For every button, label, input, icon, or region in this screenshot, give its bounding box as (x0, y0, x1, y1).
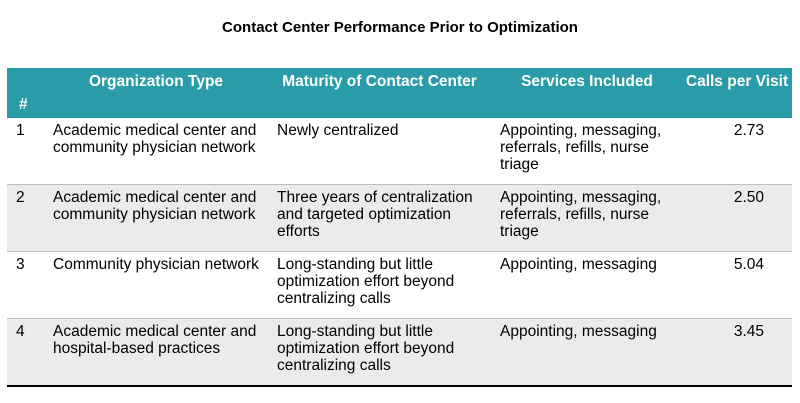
calls-per-visit-cell: 2.50 (682, 184, 792, 252)
services-cell: Appointing, messaging (492, 251, 682, 319)
table-title: Contact Center Performance Prior to Opti… (222, 19, 578, 36)
performance-table: # Organization Type Maturity of Contact … (7, 68, 792, 387)
header-organization-type: Organization Type (88, 73, 224, 90)
maturity-cell: Long-standing but little optimization ef… (267, 251, 492, 319)
table-row: 3 Community physician network Long-stand… (7, 251, 792, 319)
header-maturity: Maturity of Contact Center (282, 73, 477, 90)
calls-per-visit-cell: 3.45 (682, 318, 792, 387)
table-row: 4 Academic medical center and hospital-b… (7, 318, 792, 387)
row-number: 1 (16, 122, 25, 139)
calls-per-visit-cell: 5.04 (682, 251, 792, 319)
services-cell: Appointing, messaging, referrals, refill… (500, 122, 662, 173)
organization-type-cell: Academic medical center and community ph… (45, 184, 267, 252)
services-cell: Appointing, messaging, referrals, refill… (492, 184, 682, 252)
row-number: 4 (7, 318, 45, 387)
row-number: 3 (7, 251, 45, 319)
maturity-cell: Three years of centralization and target… (267, 184, 492, 252)
calls-per-visit-cell: 2.73 (733, 122, 764, 139)
table-row: 1 Academic medical center and community … (7, 118, 792, 185)
header-calls-per-visit: Calls per Visit (685, 73, 789, 90)
header-number: # (19, 96, 28, 113)
header-services: Services Included (521, 73, 653, 90)
maturity-cell: Long-standing but little optimization ef… (267, 318, 492, 387)
maturity-cell: Newly centralized (277, 122, 399, 139)
organization-type-cell: Academic medical center and hospital-bas… (45, 318, 267, 387)
organization-type-cell: Community physician network (45, 251, 267, 319)
table-row: 2 Academic medical center and community … (7, 184, 792, 252)
row-number: 2 (7, 184, 45, 252)
header-row: # Organization Type Maturity of Contact … (7, 68, 792, 118)
services-cell: Appointing, messaging (492, 318, 682, 387)
table-body: 1 Academic medical center and community … (7, 118, 792, 387)
table-header: # Organization Type Maturity of Contact … (7, 68, 792, 118)
organization-type-cell: Academic medical center and community ph… (53, 122, 257, 156)
